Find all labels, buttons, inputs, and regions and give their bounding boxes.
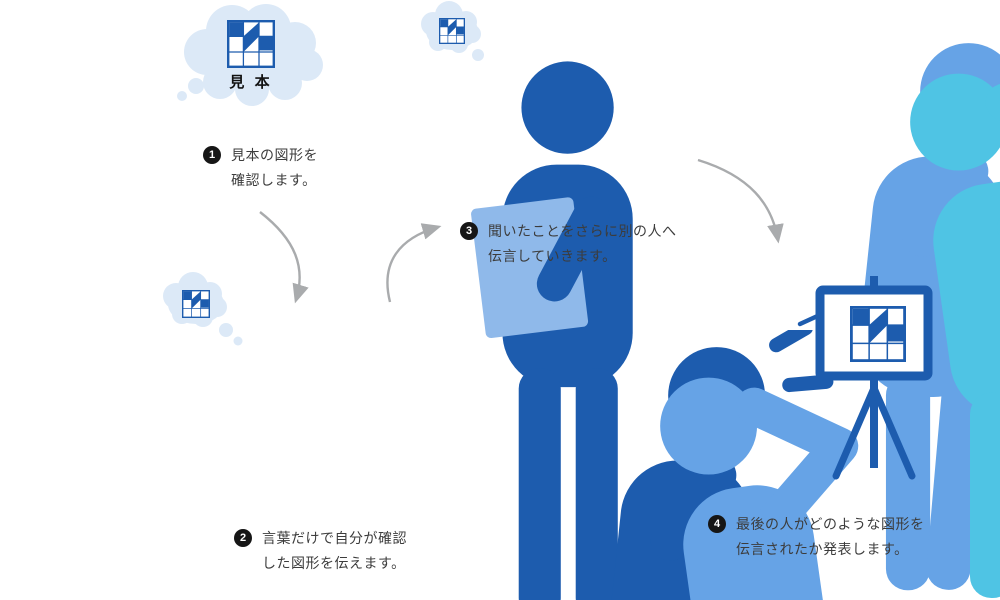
sample-grid-icon-step2 xyxy=(182,290,210,318)
sample-grid-icon-step1 xyxy=(227,20,275,68)
curved-arrow-icon-1 xyxy=(259,211,309,304)
thought-bubble-step2 xyxy=(163,272,243,346)
sample-grid-icon-board xyxy=(850,306,906,362)
thought-bubble-step3 xyxy=(421,1,484,61)
thought-bubble-step1 xyxy=(177,4,323,106)
sample-grid-icon-step3 xyxy=(439,18,465,44)
curved-arrow-icon-3 xyxy=(697,158,784,244)
easel-board-icon xyxy=(815,276,933,480)
curved-arrow-icon-2 xyxy=(386,223,442,303)
person-step1-reader xyxy=(470,61,632,600)
